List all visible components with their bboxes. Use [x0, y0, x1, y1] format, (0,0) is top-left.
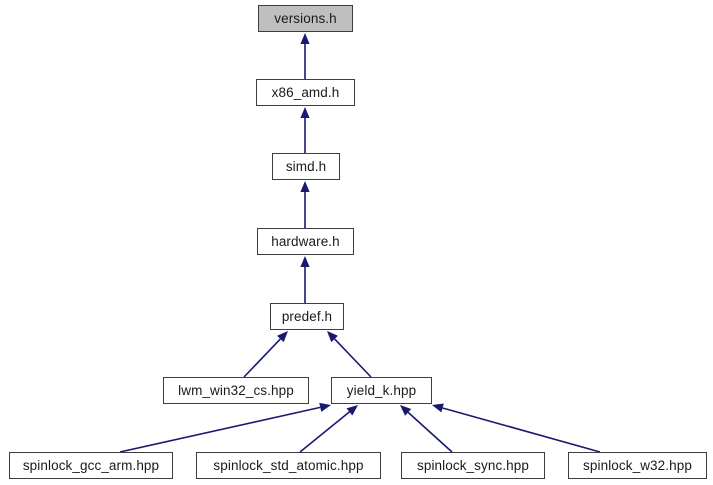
graph-edge — [400, 405, 453, 453]
graph-node-label: spinlock_w32.hpp — [583, 457, 692, 473]
graph-node-simd[interactable]: simd.h — [272, 153, 340, 180]
graph-node-label: spinlock_std_atomic.hpp — [213, 457, 364, 473]
arrowhead-icon — [319, 402, 331, 412]
graph-node-label: versions.h — [274, 10, 337, 26]
arrowhead-icon — [277, 331, 288, 343]
graph-node-label: x86_amd.h — [271, 84, 340, 100]
graph-node-label: predef.h — [281, 308, 333, 324]
arrowhead-icon — [346, 405, 358, 416]
arrowhead-icon — [400, 405, 412, 416]
arrowhead-icon — [300, 107, 310, 118]
graph-edge — [299, 405, 358, 453]
graph-node-label: hardware.h — [271, 233, 340, 249]
graph-node-lwm_win32_cs[interactable]: lwm_win32_cs.hpp — [163, 377, 309, 404]
graph-edge — [119, 402, 331, 453]
graph-node-label: spinlock_gcc_arm.hpp — [22, 457, 160, 473]
arrowhead-icon — [300, 33, 310, 44]
graph-node-x86_amd[interactable]: x86_amd.h — [256, 79, 355, 106]
graph-edge — [300, 33, 310, 79]
graph-node-label: simd.h — [285, 158, 327, 174]
arrowhead-icon — [300, 256, 310, 267]
graph-edge — [243, 331, 288, 378]
graph-node-spinlock_w32[interactable]: spinlock_w32.hpp — [568, 452, 707, 479]
graph-node-predef[interactable]: predef.h — [270, 303, 344, 330]
graph-edge — [300, 107, 310, 153]
arrowhead-icon — [432, 403, 444, 413]
graph-node-label: spinlock_sync.hpp — [416, 457, 529, 473]
graph-node-spinlock_gcc_arm[interactable]: spinlock_gcc_arm.hpp — [9, 452, 173, 479]
graph-node-hardware[interactable]: hardware.h — [257, 228, 354, 255]
graph-edge — [432, 403, 601, 453]
graph-node-yield_k[interactable]: yield_k.hpp — [331, 377, 432, 404]
graph-node-versions[interactable]: versions.h — [258, 5, 353, 32]
graph-node-spinlock_sync[interactable]: spinlock_sync.hpp — [401, 452, 545, 479]
graph-edge — [327, 331, 372, 378]
graph-node-label: lwm_win32_cs.hpp — [178, 382, 294, 398]
graph-node-label: yield_k.hpp — [346, 382, 417, 398]
arrowhead-icon — [300, 181, 310, 192]
graph-node-spinlock_std_atomic[interactable]: spinlock_std_atomic.hpp — [196, 452, 381, 479]
graph-edge — [300, 256, 310, 303]
arrowhead-icon — [327, 331, 338, 343]
graph-edge — [300, 181, 310, 228]
